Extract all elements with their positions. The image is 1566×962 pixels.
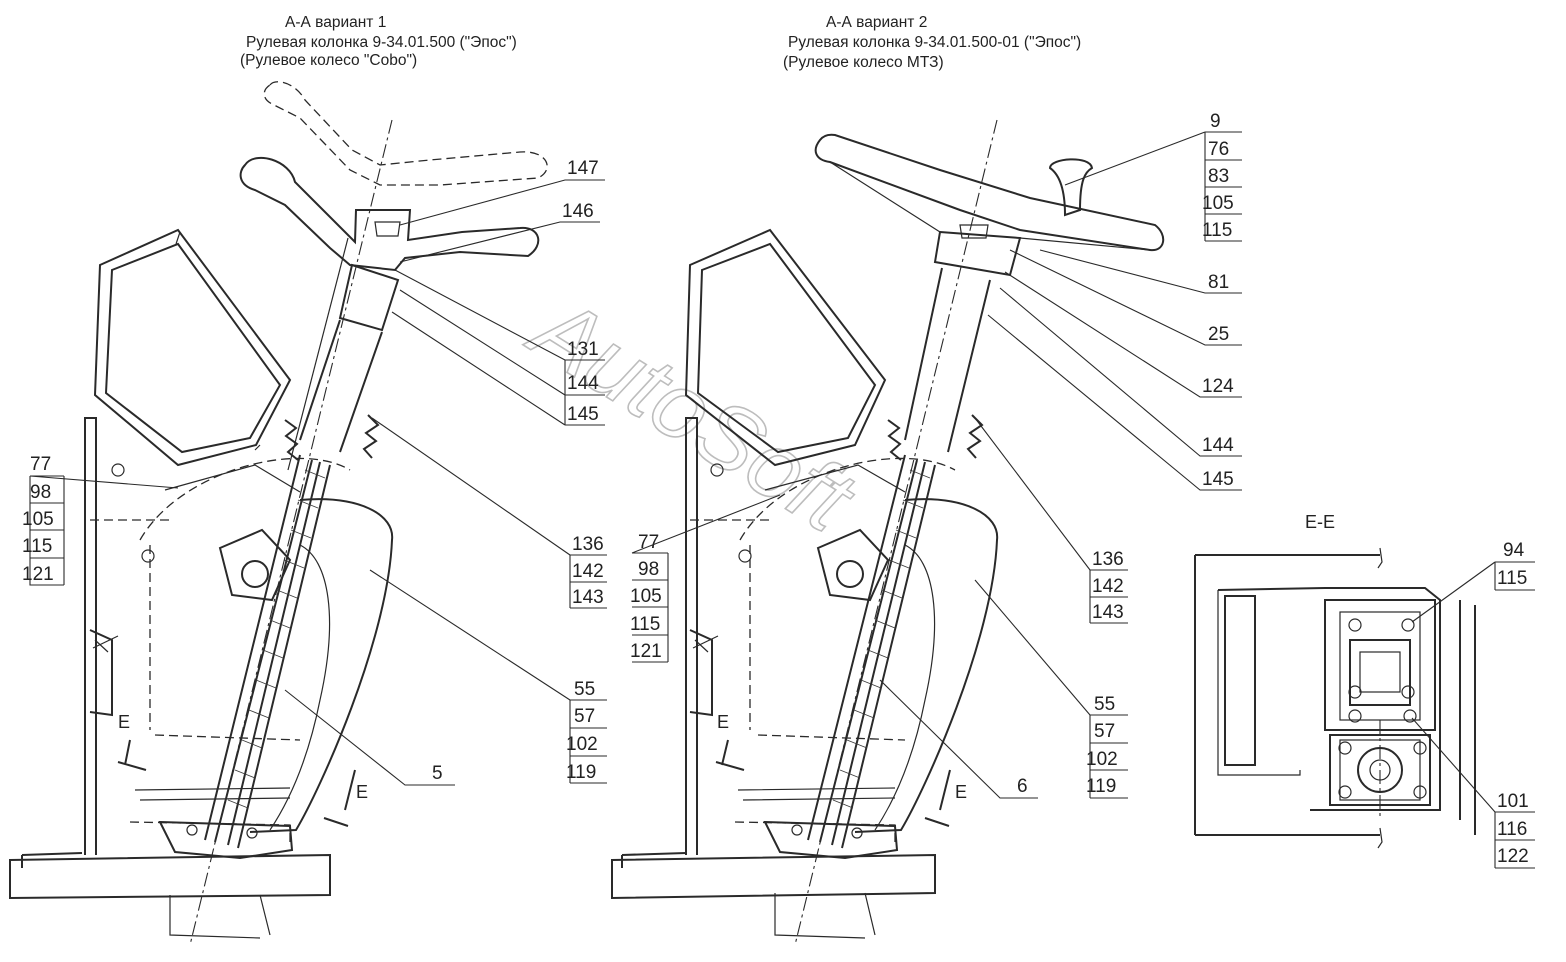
floor-slab-v1 (9, 852, 331, 939)
callout-145: 145 (567, 404, 599, 425)
callout-v1-55: 55 (574, 679, 595, 700)
steering-wheel-v1 (239, 81, 548, 272)
callout-v2-77: 77 (638, 532, 659, 553)
callout-124: 124 (1202, 376, 1234, 397)
callout-v2-144: 144 (1202, 435, 1234, 456)
callout-v2-143: 143 (1092, 602, 1124, 623)
callout-v2-121: 121 (630, 641, 662, 662)
callout-v1-143: 143 (572, 587, 604, 608)
callout-v1-121: 121 (22, 564, 54, 585)
callout-v1-115: 115 (22, 536, 52, 557)
title-variant-2: А-А вариант 2 Рулевая колонка 9-34.01.50… (783, 14, 1081, 71)
callout-76: 76 (1208, 139, 1229, 160)
callout-v2-102: 102 (1086, 749, 1118, 770)
section-mark-left-v1: Е (118, 712, 130, 732)
section-mark-left-v2: Е (717, 712, 729, 732)
callout-v1-119: 119 (566, 762, 596, 783)
callout-144: 144 (567, 373, 599, 394)
callout-v2-55: 55 (1094, 694, 1115, 715)
callout-v2-142: 142 (1092, 576, 1124, 597)
variant-2-assembly: Е Е 9 76 83 105 115 81 25 124 144 (611, 111, 1242, 946)
callout-122: 122 (1497, 846, 1529, 867)
section-mark-e-v1: Е Е (117, 712, 368, 827)
title-v1-line3: (Рулевое колесо "Cobo") (240, 52, 417, 69)
callout-v2-115b: 115 (630, 614, 660, 635)
title-v2-line1: А-А вариант 2 (826, 14, 927, 31)
column-housing-v1 (129, 457, 394, 845)
watermark: AutoSoft (511, 274, 873, 554)
floor-slab-v2 (611, 852, 936, 939)
title-variant-1: А-А вариант 1 Рулевая колонка 9-34.01.50… (240, 14, 517, 69)
cab-wall-v1 (84, 417, 170, 855)
pivot-bracket-v2 (764, 464, 906, 602)
callout-81: 81 (1208, 272, 1229, 293)
callout-v1-142: 142 (572, 561, 604, 582)
callout-v1-136: 136 (572, 534, 604, 555)
callout-v2-145: 145 (1202, 469, 1234, 490)
cab-wall-v2 (685, 417, 770, 855)
title-v2-line3: (Рулевое колесо МТЗ) (783, 54, 944, 71)
callout-5: 5 (432, 763, 443, 784)
section-ee-title: Е-Е (1305, 512, 1335, 532)
callout-v2-105: 105 (1202, 193, 1234, 214)
steering-wheel-v2 (814, 133, 1165, 252)
callout-v1-57: 57 (574, 706, 595, 727)
section-mark-right-v2: Е (955, 782, 967, 802)
callouts-v1: 147 146 131 144 145 77 98 105 115 121 13… (22, 158, 607, 786)
callout-116: 116 (1497, 819, 1527, 840)
steering-column-v2 (763, 119, 1022, 946)
instrument-housing-v2 (684, 228, 887, 467)
title-v1-line1: А-А вариант 1 (285, 14, 386, 31)
watermark-text: AutoSoft (512, 275, 872, 553)
section-mark-right-v1: Е (356, 782, 368, 802)
variant-1-assembly: Е Е 147 146 131 144 145 77 98 105 115 12… (9, 81, 607, 946)
callout-v1-98: 98 (30, 482, 51, 503)
title-v1-line2: Рулевая колонка 9-34.01.500 ("Эпос") (246, 34, 517, 51)
title-v2-line2: Рулевая колонка 9-34.01.500-01 ("Эпос") (788, 34, 1081, 51)
callout-147: 147 (567, 158, 599, 179)
callout-9: 9 (1210, 111, 1221, 132)
callout-6: 6 (1017, 776, 1028, 797)
callout-v2-119: 119 (1086, 776, 1116, 797)
callout-83: 83 (1208, 166, 1229, 187)
callout-v1-77: 77 (30, 454, 51, 475)
callout-v1-102: 102 (566, 734, 598, 755)
callout-ee-115: 115 (1497, 568, 1527, 589)
callout-v2-57: 57 (1094, 721, 1115, 742)
callout-146: 146 (562, 201, 594, 222)
section-mark-e-v2: Е Е (715, 712, 967, 827)
callout-101: 101 (1497, 791, 1529, 812)
callout-94: 94 (1503, 540, 1525, 561)
callout-25: 25 (1208, 324, 1229, 345)
callout-131: 131 (567, 339, 599, 360)
callout-v2-115: 115 (1202, 220, 1232, 241)
instrument-housing-v1 (93, 228, 292, 467)
callout-v1-105: 105 (22, 509, 54, 530)
pivot-bracket-v1 (164, 464, 301, 602)
callout-v2-98: 98 (638, 559, 659, 580)
callouts-v2: 9 76 83 105 115 81 25 124 144 145 77 98 (630, 111, 1242, 799)
callout-v2-136: 136 (1092, 549, 1124, 570)
steering-column-v1 (158, 119, 400, 946)
section-ee: Е-Е 94 115 101 116 122 (1194, 512, 1535, 869)
callout-v2-105b: 105 (630, 586, 662, 607)
